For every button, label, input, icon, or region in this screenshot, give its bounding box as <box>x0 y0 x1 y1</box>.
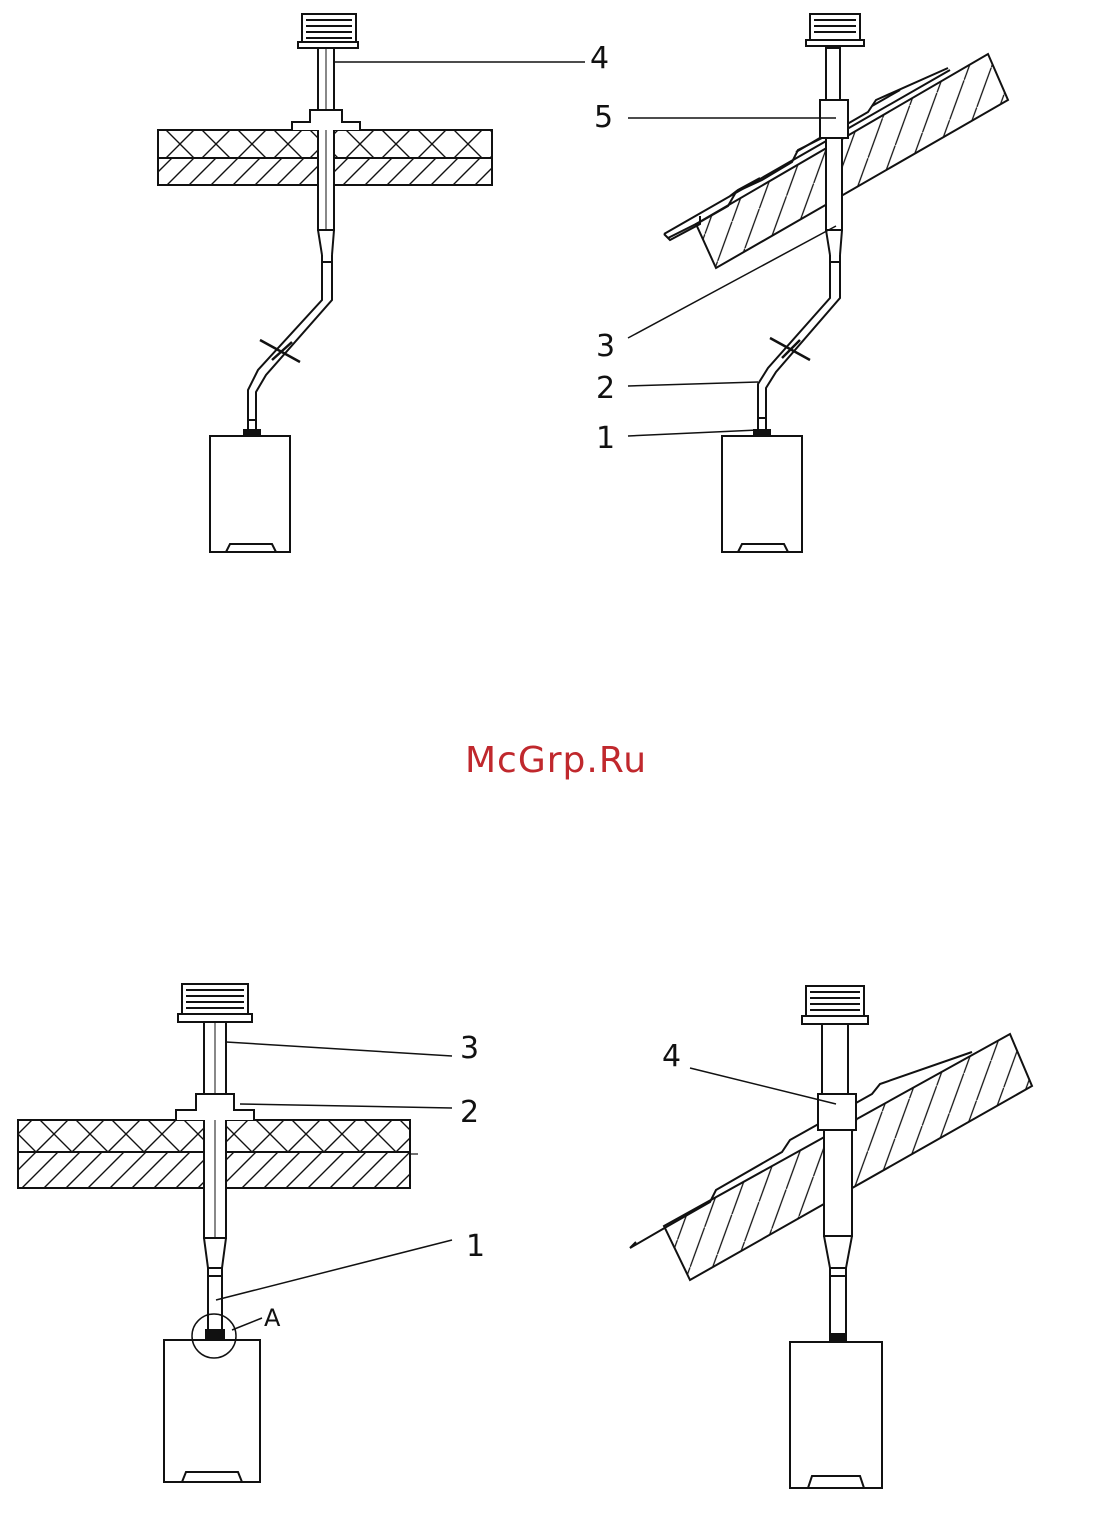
label-3: 3 <box>460 1031 479 1066</box>
figure-pitched-roof-straight <box>630 986 1032 1488</box>
boiler <box>790 1342 882 1488</box>
roof-collar <box>820 100 848 138</box>
label-5: 5 <box>594 100 613 135</box>
roof-collar <box>818 1094 856 1130</box>
figure-pitched-roof-offset <box>628 14 1008 552</box>
label-4: 4 <box>590 41 609 76</box>
terminal-cap <box>806 986 864 1018</box>
label-3: 3 <box>596 329 615 364</box>
label-2: 2 <box>460 1095 479 1130</box>
terminal-cap <box>182 984 248 1016</box>
watermark: McGrp.Ru <box>465 740 647 781</box>
label-4: 4 <box>662 1039 681 1074</box>
boiler <box>164 1340 260 1482</box>
label-1: 1 <box>596 421 615 456</box>
figure-flat-roof-straight <box>18 984 452 1482</box>
label-a: A <box>264 1304 281 1332</box>
label-2: 2 <box>596 371 615 406</box>
boiler <box>210 436 290 552</box>
pipe-offset <box>758 255 840 432</box>
roof-rafter <box>696 54 1008 268</box>
terminal-cap <box>302 14 356 44</box>
label-1: 1 <box>466 1229 485 1264</box>
terminal-cap <box>810 14 860 42</box>
boiler <box>722 436 802 552</box>
figure-flat-roof-offset <box>158 14 585 552</box>
